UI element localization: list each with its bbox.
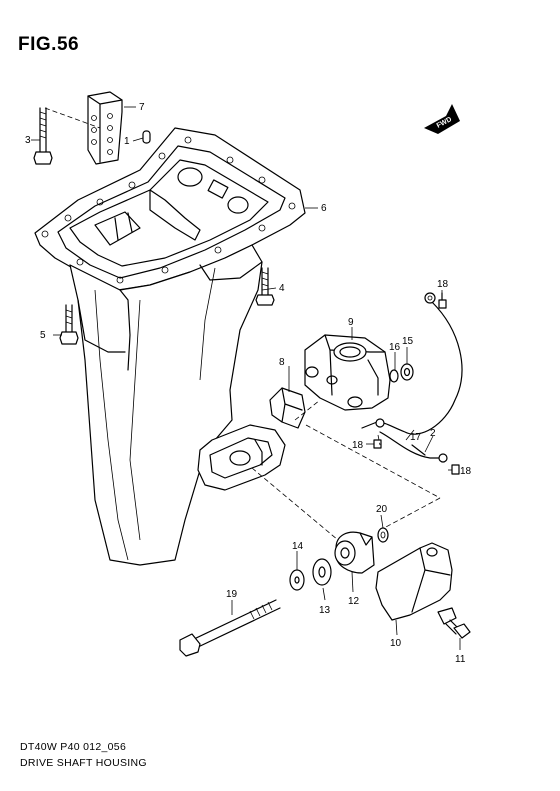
long-bolt [179,599,281,657]
callout-5: 5 [40,330,46,341]
leader-lines [31,106,461,650]
washer-16 [389,369,399,383]
screw-18-top [438,292,447,309]
callout-11: 11 [455,654,466,665]
drive-shaft-housing [34,127,306,566]
model-code: DT40W P40 012_056 [20,741,127,753]
callout-4: 4 [279,283,285,294]
callout-6: 6 [321,203,327,214]
callout-18-top: 18 [437,279,449,290]
mount-cover [375,542,453,621]
callout-2: 2 [430,428,436,439]
washer-20 [377,527,389,543]
diagram-caption: DRIVE SHAFT HOUSING [20,757,147,769]
bolt-3 [33,107,53,165]
ground-wire [361,292,463,463]
callout-16: 16 [389,342,401,353]
mount-rubber [334,531,375,574]
callout-12: 12 [348,596,360,607]
rubber-grommet [87,91,123,165]
callout-14: 14 [292,541,304,552]
callout-17: 17 [410,432,422,443]
callout-7: 7 [139,102,145,113]
bolt-5 [59,304,79,345]
washer-14 [289,569,305,591]
callout-8: 8 [279,357,285,368]
screw-18-right [451,464,460,475]
callout-10: 10 [390,638,402,649]
callout-3: 3 [25,135,31,146]
bolt-11 [437,607,471,639]
callout-9: 9 [348,317,354,328]
bolt-4 [255,267,275,306]
figure-title: FIG.56 [18,34,80,55]
callout-20: 20 [376,504,388,515]
rubber-pad [269,387,306,429]
washer-15 [400,363,414,381]
dowel-pin [142,130,151,144]
fwd-direction-badge: FWD [424,104,460,134]
callout-1: 1 [124,136,130,147]
callout-15: 15 [402,336,414,347]
washer-13 [312,558,332,586]
callout-numbers: 7 1 3 6 4 5 8 9 16 15 18 17 2 18 18 20 1… [25,102,472,665]
callout-19: 19 [226,589,238,600]
callout-18-right: 18 [460,466,472,477]
assembly-lines [44,107,441,541]
callout-18-mid: 18 [352,440,364,451]
screw-18-mid [373,439,382,449]
callout-13: 13 [319,605,331,616]
mount-bracket [304,334,391,411]
wire-2 [411,444,426,456]
